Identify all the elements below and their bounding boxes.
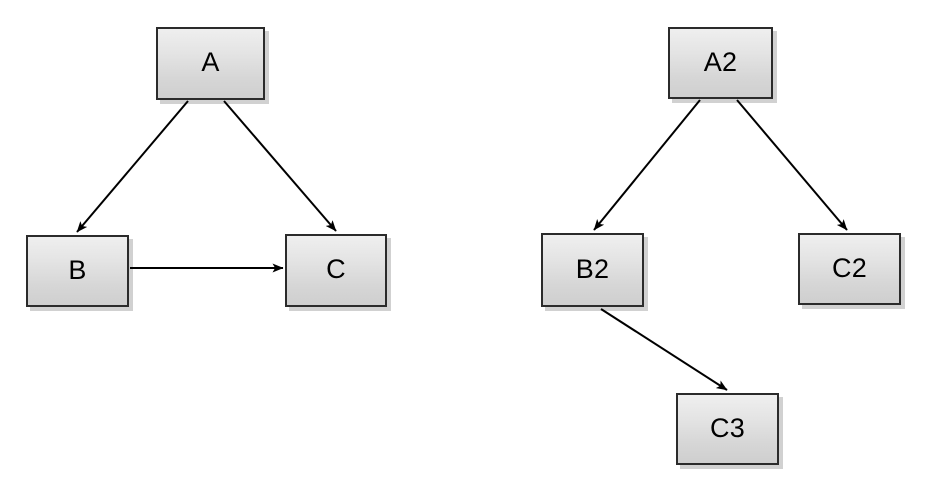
node-c[interactable]: C <box>285 234 387 307</box>
node-label: C2 <box>831 252 868 283</box>
node-label: A <box>201 47 220 77</box>
node-c2[interactable]: C2 <box>798 233 901 305</box>
edge-a2-to-b2[interactable] <box>593 99 701 231</box>
node-label: B2 <box>575 253 610 284</box>
node-b[interactable]: B <box>26 235 129 307</box>
node-c3[interactable]: C3 <box>676 393 779 465</box>
node-b2[interactable]: B2 <box>541 233 644 307</box>
node-a2[interactable]: A2 <box>668 27 773 99</box>
node-label: A2 <box>703 46 738 77</box>
edge-a2-to-c2[interactable] <box>736 99 848 231</box>
edge-b2-to-c3[interactable] <box>600 308 728 391</box>
edge-a-to-b[interactable] <box>76 100 189 233</box>
node-label: B <box>68 254 87 285</box>
node-a[interactable]: A <box>156 27 265 100</box>
node-label: C <box>326 254 346 284</box>
edges-group <box>76 99 848 391</box>
node-label: C3 <box>709 412 746 443</box>
edge-a-to-c[interactable] <box>223 100 337 232</box>
